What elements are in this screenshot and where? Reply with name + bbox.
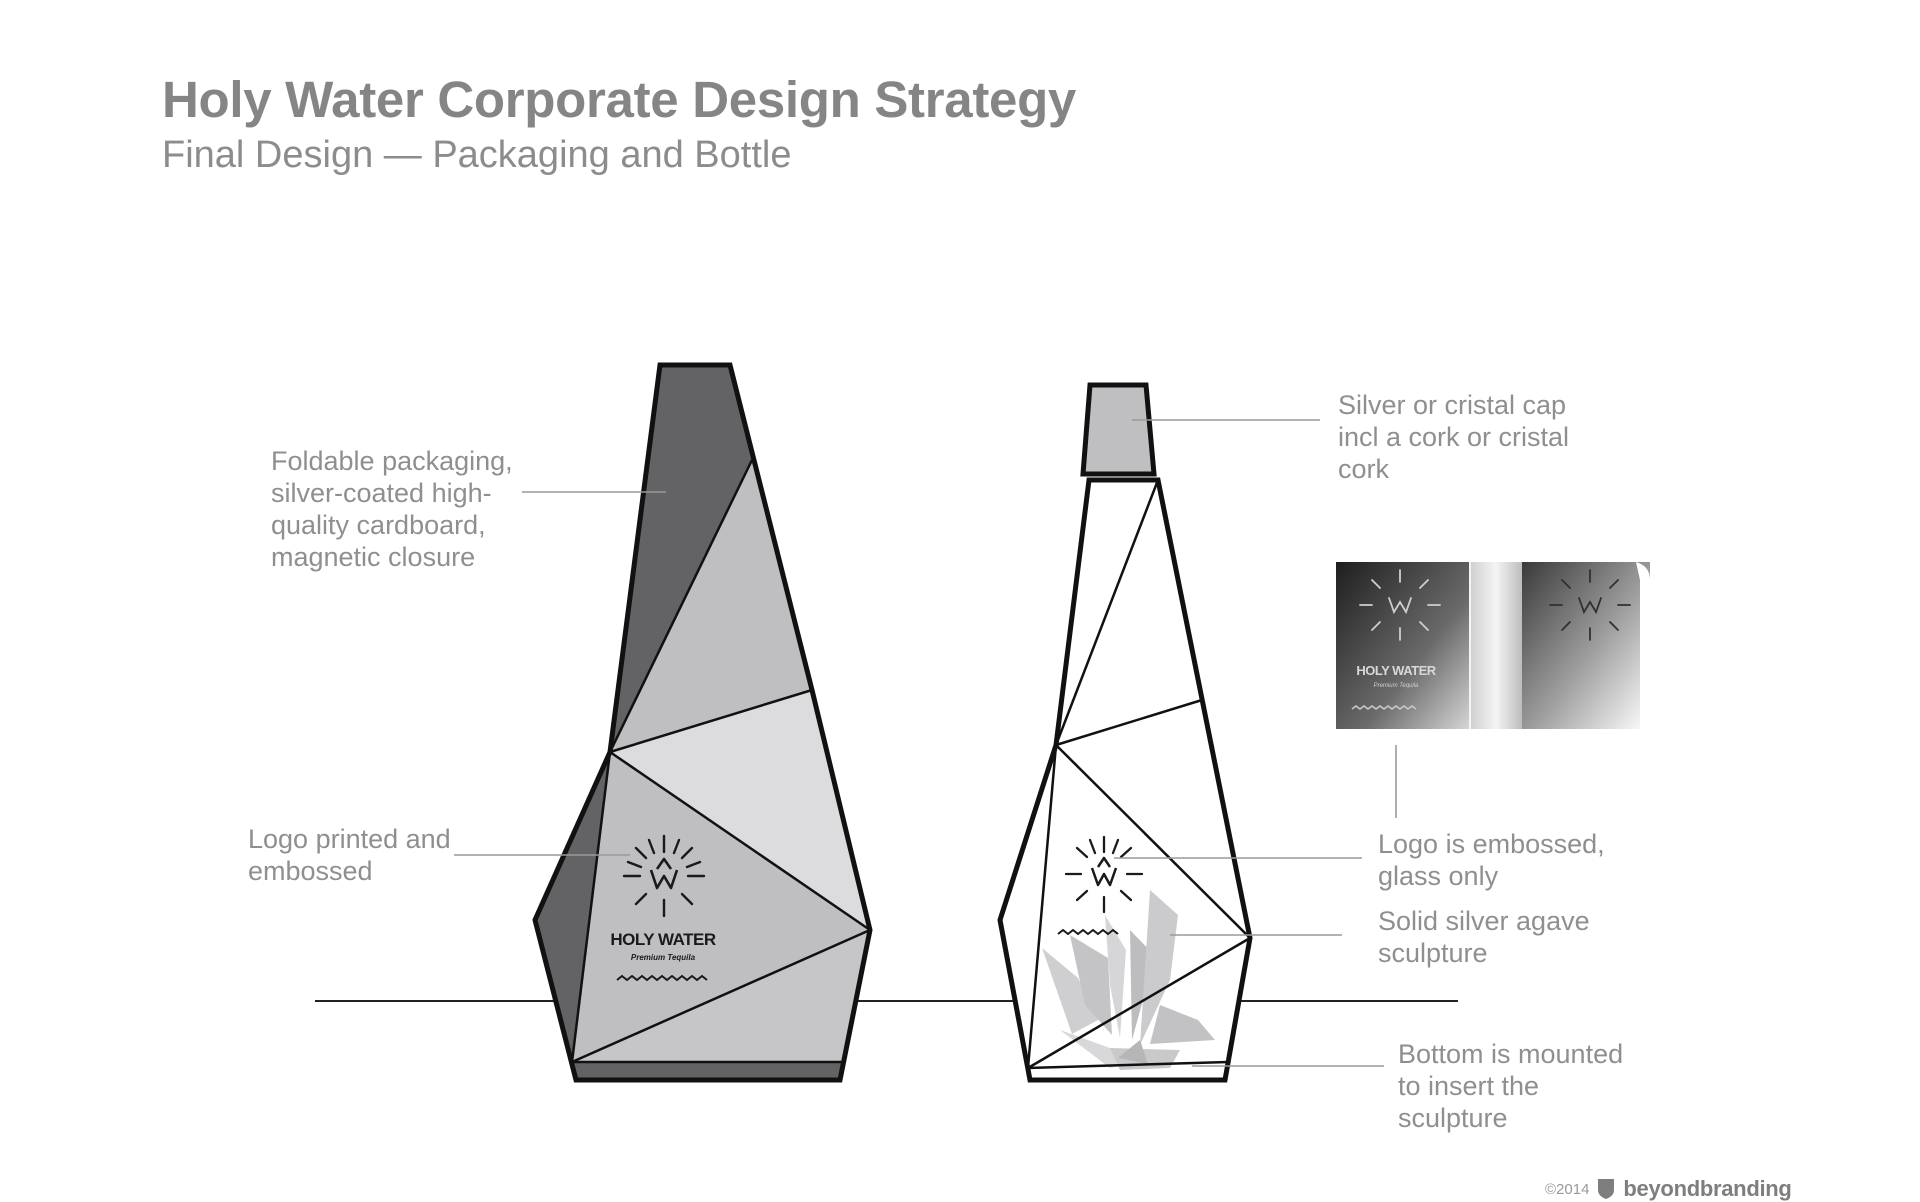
crown-w-icon <box>1090 856 1118 887</box>
packaging-facet-mid-top <box>610 460 812 752</box>
page-title: Holy Water Corporate Design Strategy <box>162 71 1076 128</box>
annotation-cap: Silver or cristal cap incl a cork or cri… <box>1338 390 1570 484</box>
copyright-text: ©2014 <box>1545 1180 1590 1198</box>
inset-tagline-text: Premium Tequila <box>1374 683 1419 689</box>
logo-tagline-text: Premium Tequila <box>631 953 696 962</box>
inset-wave-icon <box>1351 705 1417 710</box>
sun-icon <box>622 834 706 918</box>
packaging-box <box>532 362 873 1083</box>
packaging-facet-dark-top <box>610 365 752 752</box>
inset-sun-icon-left <box>1359 569 1441 641</box>
annotation-logo-embossed: Logo is embossed, glass only <box>1378 829 1605 891</box>
brand-logo-text: beyondbranding <box>1623 1176 1792 1201</box>
crown-w-icon <box>649 857 679 890</box>
packaging-logo: HOLY WATER Premium Tequila <box>610 834 716 982</box>
shield-icon <box>1598 1179 1615 1199</box>
wave-icon <box>1057 928 1119 936</box>
bottle-logo <box>1057 835 1144 936</box>
page-subtitle: Final Design — Packaging and Bottle <box>162 134 792 176</box>
packaging-outline <box>532 362 873 1083</box>
packaging-facet-light <box>610 690 870 930</box>
wave-icon <box>616 974 708 982</box>
packaging-facet-front <box>572 752 870 1062</box>
footer: ©2014 beyondbranding <box>1545 1176 1792 1202</box>
logo-brand-text: HOLY WATER <box>610 930 715 949</box>
bottle-cap <box>1080 382 1157 477</box>
inset-brand-text: HOLY WATER <box>1356 663 1436 678</box>
sun-icon <box>1064 835 1144 914</box>
bottle <box>997 382 1253 1083</box>
bottle-outline <box>997 477 1253 1083</box>
leader-lines <box>454 419 1397 1067</box>
annotation-sculpture: Solid silver agave sculpture <box>1378 906 1590 968</box>
packaging-base-strip <box>572 1062 842 1080</box>
annotation-bottom: Bottom is mounted to insert the sculptur… <box>1398 1039 1624 1133</box>
agave-sculpture <box>1042 890 1215 1070</box>
annotation-logo-printed: Logo printed and embossed <box>248 824 451 886</box>
inset-sun-icon-right <box>1549 569 1631 641</box>
embossing-photo-inset: HOLY WATER Premium Tequila <box>1336 562 1650 729</box>
annotation-packaging: Foldable packaging, silver-coated high- … <box>271 446 513 572</box>
